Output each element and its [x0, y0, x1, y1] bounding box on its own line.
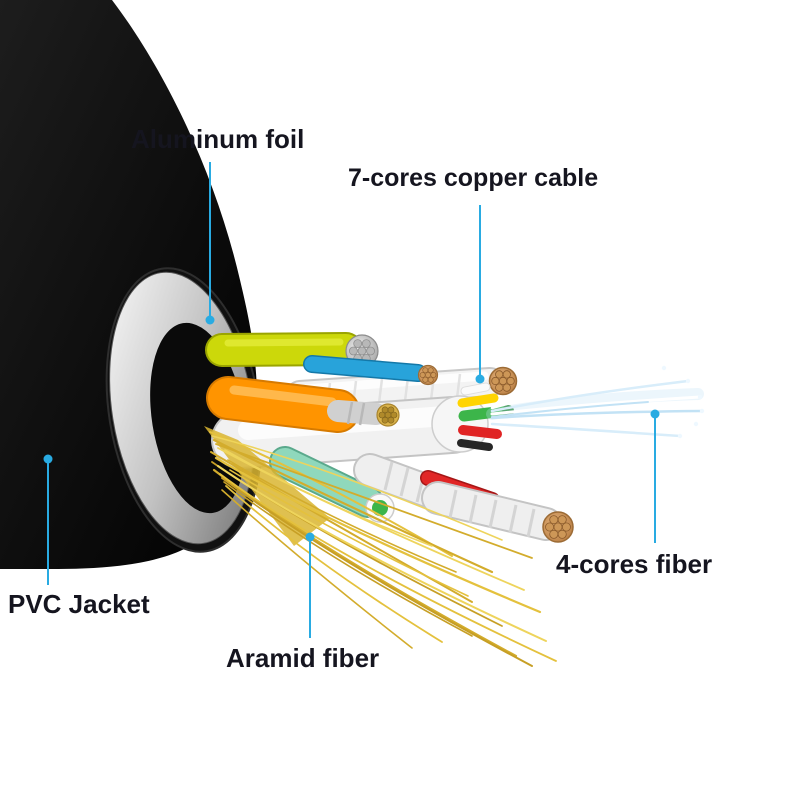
- aluminum-foil-dot: [205, 315, 215, 325]
- label-4core-fiber: 4-cores fiber: [556, 549, 713, 579]
- orange-wire: [206, 376, 400, 433]
- teal-wire: [269, 446, 395, 523]
- callout-lines: [43, 162, 660, 638]
- blue-wire: [303, 355, 439, 386]
- pvc-jacket-dot: [43, 454, 53, 464]
- label-copper-cable: 7-cores copper cable: [348, 164, 599, 192]
- label-pvc-jacket: PVC Jacket: [8, 589, 150, 619]
- aramid-fiber-bundle: [204, 426, 557, 667]
- stranded-cable-b: [421, 481, 574, 543]
- fiber-4core-dot: [650, 409, 660, 419]
- core-opening: [150, 322, 246, 514]
- copper-cable-dot: [475, 374, 485, 384]
- optic-fibers-4core: [486, 365, 705, 439]
- aramid-fiber-dot: [305, 532, 315, 542]
- label-aluminum-foil: Aluminum foil: [131, 124, 305, 154]
- label-aramid-fiber: Aramid fiber: [226, 643, 380, 673]
- inner-core-wires: [457, 382, 514, 451]
